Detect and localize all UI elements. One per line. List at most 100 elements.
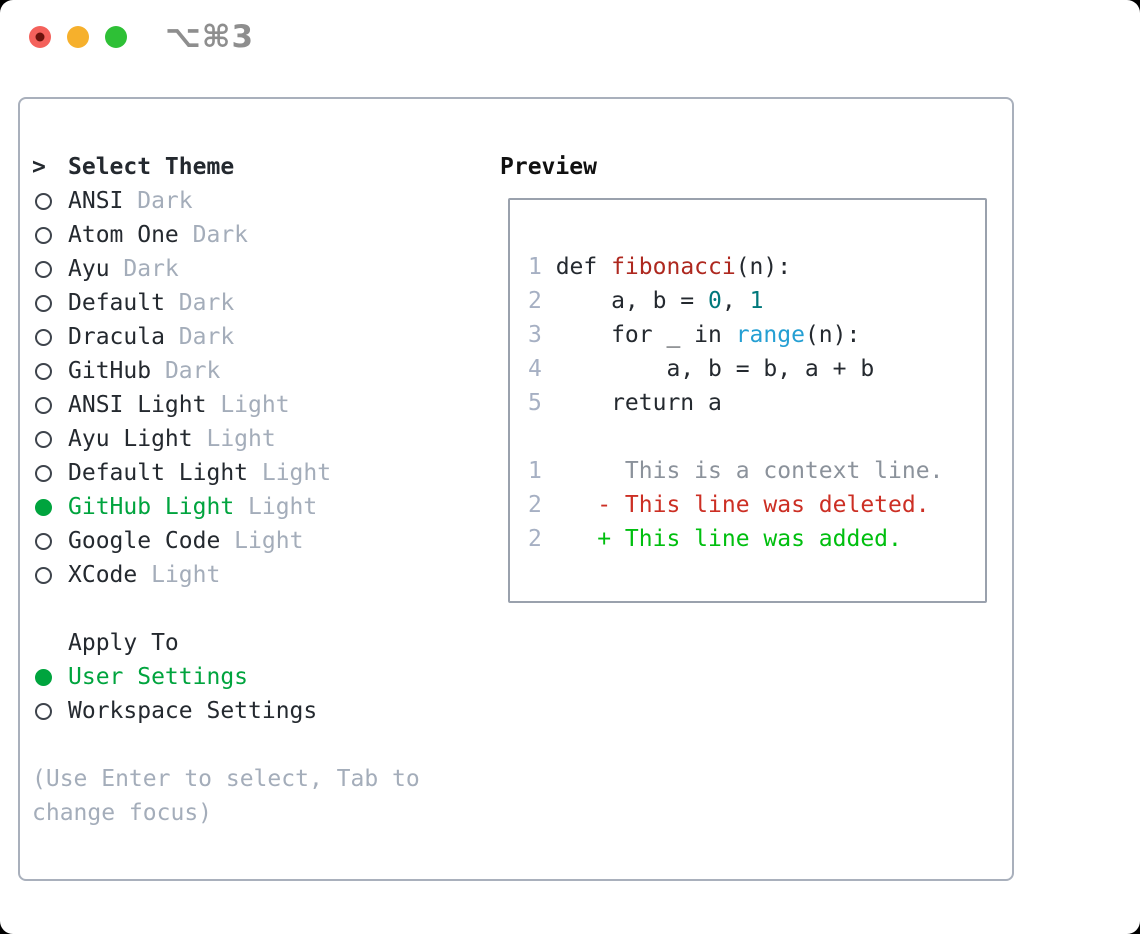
line-number: 3 — [528, 322, 542, 348]
radio-unselected-icon — [32, 430, 68, 448]
apply-option-workspace-settings[interactable]: Workspace Settings — [32, 694, 420, 728]
code-token: This is a context line. — [555, 458, 944, 484]
zoom-button[interactable] — [105, 26, 127, 48]
radio-unselected-icon — [32, 464, 68, 482]
theme-option-label: GitHub — [68, 358, 152, 384]
radio-unselected-icon — [32, 566, 68, 584]
theme-variant-label: Dark — [164, 324, 235, 350]
theme-option-label: Atom One — [68, 222, 179, 248]
line-number: 2 — [528, 288, 542, 314]
code-line-3: 3 for _ in range(n): — [528, 318, 985, 352]
code-token: return a — [555, 390, 722, 416]
theme-variant-label: Dark — [178, 222, 249, 248]
theme-option-ayu[interactable]: Ayu Dark — [32, 252, 420, 286]
code-line-5: 5 return a — [528, 386, 985, 420]
theme-option-atom-one[interactable]: Atom One Dark — [32, 218, 420, 252]
radio-circle — [35, 464, 52, 482]
theme-variant-label: Light — [192, 426, 276, 452]
theme-option-default[interactable]: Default Dark — [32, 286, 420, 320]
close-button[interactable] — [29, 26, 51, 48]
apply-option-label: User Settings — [68, 664, 249, 690]
apply-option-user-settings[interactable]: User Settings — [32, 660, 420, 694]
code-token: + This line was added. — [555, 526, 902, 552]
theme-option-github-light[interactable]: GitHub Light Light — [32, 490, 420, 524]
theme-option-label: ANSI Light — [68, 392, 207, 418]
theme-variant-label: Light — [220, 528, 304, 554]
hint-text: change focus) — [32, 800, 213, 826]
theme-option-label: XCode — [68, 562, 138, 588]
code-token: (n): — [804, 322, 861, 348]
code-token: 1 — [749, 288, 764, 314]
radio-circle — [35, 566, 52, 584]
theme-variant-label: Light — [137, 562, 221, 588]
window-title: ⌥⌘3 — [165, 19, 255, 55]
line-number: 4 — [528, 356, 542, 382]
preview-heading: Preview — [500, 154, 597, 180]
code-token: a, b = b, a + b — [555, 356, 875, 382]
code-token: , — [721, 288, 750, 314]
code-token: (n): — [735, 254, 792, 280]
hint-text-line-1: (Use Enter to select, Tab to — [32, 762, 420, 796]
line-number: 1 — [528, 254, 542, 280]
theme-variant-label: Dark — [109, 256, 179, 282]
code-line-6 — [528, 420, 985, 454]
code-line-4: 4 a, b = b, a + b — [528, 352, 985, 386]
radio-unselected-icon — [32, 294, 68, 312]
radio-circle — [35, 668, 52, 686]
radio-unselected-icon — [32, 226, 68, 244]
radio-unselected-icon — [32, 702, 68, 720]
code-token: def — [555, 254, 612, 280]
theme-option-label: Default — [68, 290, 165, 316]
theme-variant-label: Dark — [151, 358, 221, 384]
titlebar: ⌥⌘3 — [0, 0, 1140, 75]
theme-option-ayu-light[interactable]: Ayu Light Light — [32, 422, 420, 456]
theme-option-label: Default Light — [68, 460, 249, 486]
code-line-2: 2 a, b = 0, 1 — [528, 284, 985, 318]
radio-circle — [35, 498, 52, 516]
code-token: - This line was deleted. — [555, 492, 930, 518]
code-token: fibonacci — [611, 254, 736, 280]
theme-option-google-code[interactable]: Google Code Light — [32, 524, 420, 558]
theme-option-ansi-light[interactable]: ANSI Light Light — [32, 388, 420, 422]
apply-to-heading-label: Apply To — [68, 630, 179, 656]
code-line-9: 2 + This line was added. — [528, 522, 985, 556]
radio-unselected-icon — [32, 532, 68, 550]
code-token: range — [735, 322, 805, 348]
hint-text: (Use Enter to select, Tab to — [32, 766, 420, 792]
hint-text-line-2: change focus) — [32, 796, 420, 830]
radio-unselected-icon — [32, 328, 68, 346]
theme-option-github[interactable]: GitHub Dark — [32, 354, 420, 388]
theme-variant-label: Dark — [164, 290, 235, 316]
theme-variant-label: Light — [248, 460, 332, 486]
apply-to-heading: Apply To — [32, 626, 420, 660]
minimize-button[interactable] — [67, 26, 89, 48]
radio-circle — [35, 362, 52, 380]
radio-circle — [35, 328, 52, 346]
radio-selected-icon — [32, 498, 68, 516]
select-theme-heading: >Select Theme — [32, 150, 420, 184]
traffic-lights — [29, 26, 127, 48]
radio-unselected-icon — [32, 260, 68, 278]
radio-unselected-icon — [32, 362, 68, 380]
code-token: 0 — [708, 288, 722, 314]
theme-option-default-light[interactable]: Default Light Light — [32, 456, 420, 490]
theme-variant-label: Light — [234, 494, 318, 520]
theme-option-xcode[interactable]: XCode Light — [32, 558, 420, 592]
theme-option-ansi[interactable]: ANSI Dark — [32, 184, 420, 218]
chevron-right-icon: > — [32, 154, 68, 180]
radio-circle — [35, 192, 52, 210]
radio-unselected-icon — [32, 192, 68, 210]
radio-circle — [35, 294, 52, 312]
theme-option-label: ANSI — [68, 188, 124, 214]
chevron-glyph: > — [32, 154, 46, 180]
code-line-7: 1 This is a context line. — [528, 454, 985, 488]
radio-selected-icon — [32, 668, 68, 686]
code-token: for _ in — [555, 322, 736, 348]
theme-option-dracula[interactable]: Dracula Dark — [32, 320, 420, 354]
code-line-1: 1 def fibonacci(n): — [528, 250, 985, 284]
radio-circle — [35, 430, 52, 448]
theme-variant-label: Light — [206, 392, 290, 418]
